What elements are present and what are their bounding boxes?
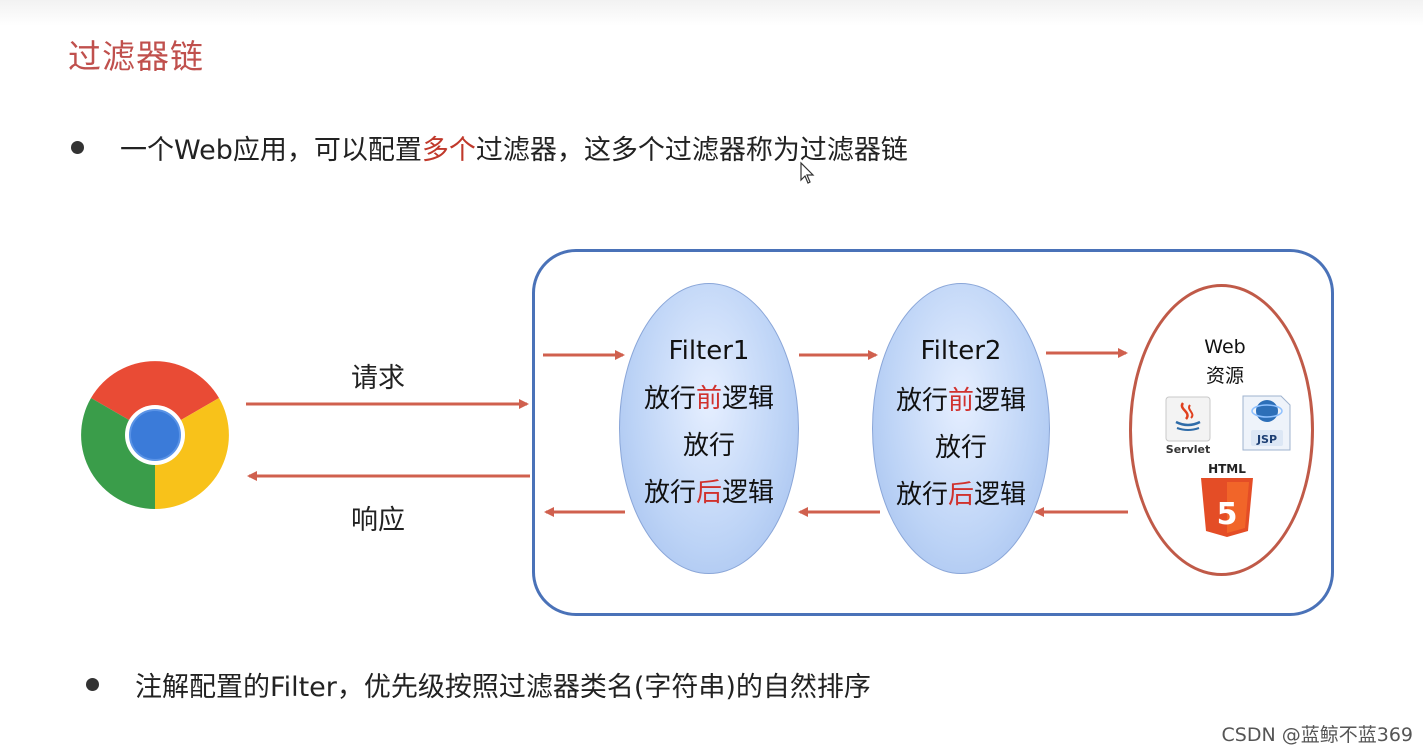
servlet-label: Servlet: [1166, 443, 1210, 456]
bullet-2: 注解配置的Filter，优先级按照过滤器类名(字符串)的自然排序: [86, 665, 871, 704]
watermark: CSDN @蓝鲸不蓝369: [1221, 724, 1413, 746]
web-resource-line2: 资源: [1205, 365, 1244, 387]
filter2-title: Filter2: [920, 336, 1002, 366]
filter2-pre-c: 逻辑: [974, 386, 1027, 416]
filter2-post-b: 后: [947, 480, 974, 510]
bullet-1-highlight: 多个: [421, 135, 476, 166]
filter2-post-c: 逻辑: [974, 480, 1027, 510]
bullet-1-part2: 过滤器，这多个过滤器称为过滤器链: [475, 135, 908, 166]
web-resource-line1: Web: [1204, 336, 1246, 358]
filter2-pre-a: 放行: [895, 386, 948, 416]
bullet-2-text: 注解配置的Filter，优先级按照过滤器类名(字符串)的自然排序: [135, 672, 871, 703]
svg-text:5: 5: [1217, 497, 1238, 532]
filter1-pre-logic: 放行前逻辑: [620, 378, 798, 415]
top-bar: [0, 0, 1423, 26]
bullet-dot: [86, 678, 99, 691]
filter2-pre-b: 前: [947, 386, 974, 416]
html5-icon: HTML 5: [1201, 462, 1253, 537]
bullet-1-text: 一个Web应用，可以配置多个过滤器，这多个过滤器称为过滤器链: [120, 128, 908, 167]
filter1-post-c: 逻辑: [722, 478, 775, 508]
filter1-pre-a: 放行: [643, 384, 696, 414]
filter2-post-a: 放行: [895, 480, 948, 510]
jsp-icon: JSP: [1242, 395, 1291, 451]
filter2-node: Filter2 放行前逻辑 放行 放行后逻辑: [872, 283, 1050, 574]
filter1-pre-c: 逻辑: [722, 384, 775, 414]
web-server-container: [532, 249, 1334, 616]
request-label: 请求: [351, 363, 405, 394]
filter2-pass: 放行: [934, 433, 987, 463]
filter1-node: Filter1 放行前逻辑 放行 放行后逻辑: [619, 283, 799, 574]
response-label: 响应: [351, 505, 405, 536]
filter2-pre-logic: 放行前逻辑: [873, 380, 1049, 417]
jsp-label: JSP: [1256, 433, 1277, 446]
filter1-title: Filter1: [668, 336, 750, 366]
filter1-pass: 放行: [682, 431, 735, 461]
servlet-java-icon: Servlet: [1165, 396, 1211, 456]
html-label: HTML: [1208, 462, 1246, 476]
bullet-1-part1: 一个Web应用，可以配置: [120, 135, 422, 166]
slide-title: 过滤器链: [68, 37, 204, 76]
filter1-post-a: 放行: [643, 478, 696, 508]
filter1-post-b: 后: [695, 478, 722, 508]
filter2-post-logic: 放行后逻辑: [873, 474, 1049, 511]
filter1-post-logic: 放行后逻辑: [620, 472, 798, 509]
filter1-pre-b: 前: [695, 384, 722, 414]
bullet-1: 一个Web应用，可以配置多个过滤器，这多个过滤器称为过滤器链: [71, 128, 908, 167]
bullet-dot: [71, 141, 84, 154]
